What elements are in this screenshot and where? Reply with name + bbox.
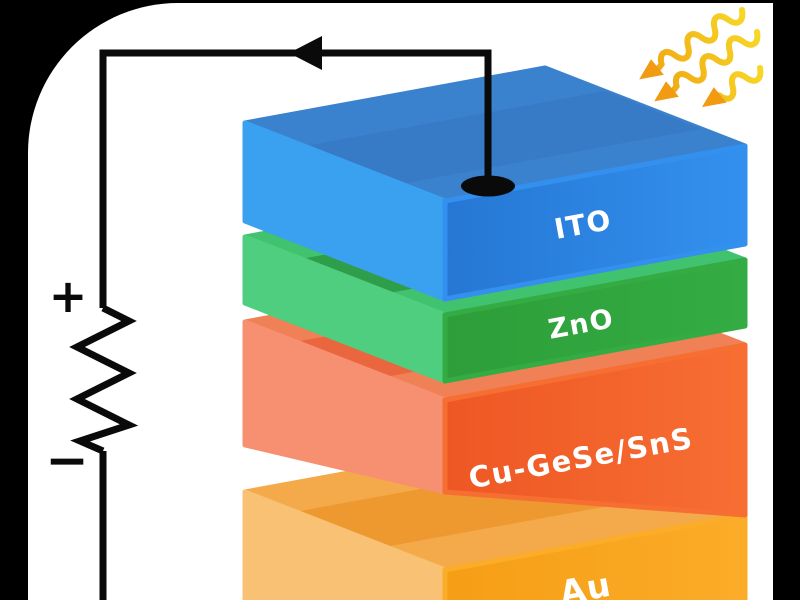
- negative-terminal-label: −: [45, 431, 89, 491]
- layer-ito: ITO: [242, 65, 748, 302]
- sunlight-rays-icon: [639, 7, 764, 108]
- absorber-front-face: [442, 342, 748, 518]
- au-left-face: [242, 489, 448, 600]
- ito-front-face: [442, 143, 748, 302]
- top-electrode-contact: [461, 175, 515, 197]
- ito-top-shadow: [305, 91, 701, 184]
- zno-front-face: [442, 257, 748, 384]
- sunlight-ray-3: [701, 65, 764, 108]
- sunlight-ray-2: [654, 29, 761, 102]
- circuit-wire: [69, 36, 515, 600]
- resistor-icon: [69, 304, 139, 455]
- sunlight-ray-1: [639, 7, 746, 80]
- au-front-face: [442, 512, 748, 600]
- current-arrow-icon: [289, 36, 322, 70]
- positive-terminal-label: +: [49, 269, 88, 323]
